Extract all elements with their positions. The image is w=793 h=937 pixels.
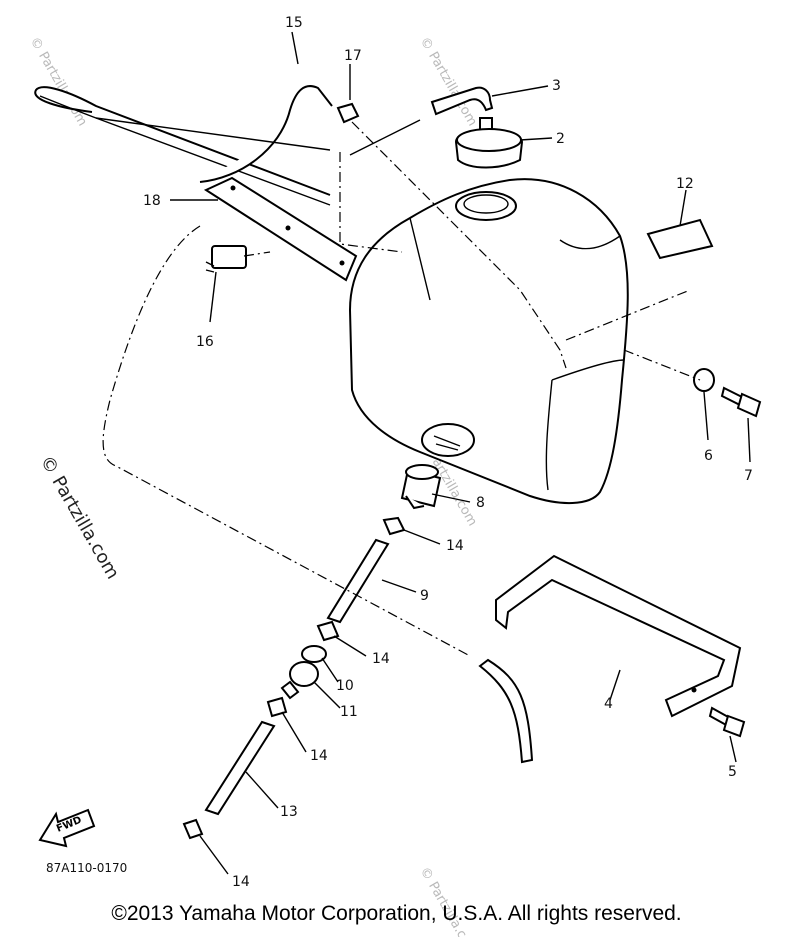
hose-clamp	[316, 620, 340, 642]
callout-9: 9	[420, 588, 429, 604]
leader-line	[623, 349, 701, 381]
callout-4: 4	[604, 696, 613, 712]
fuel-tank	[348, 178, 629, 505]
callout-6: 6	[704, 448, 713, 464]
leader-line	[95, 117, 331, 151]
bracket	[203, 176, 358, 282]
watermark: © Partzilla.com	[417, 865, 480, 937]
partzilla-watermark: © Partzilla.com	[36, 452, 124, 583]
callout-5: 5	[728, 764, 737, 780]
hose-clamp	[382, 516, 406, 536]
watermark: © Partzilla.com	[27, 35, 90, 129]
callout-14: 14	[310, 748, 328, 764]
callout-10: 10	[336, 678, 354, 694]
callout-14: 14	[372, 651, 390, 667]
tank-bracket	[495, 554, 742, 718]
callout-11: 11	[340, 704, 358, 720]
bolt	[720, 386, 762, 418]
leader-line	[243, 152, 403, 257]
washer	[693, 368, 715, 392]
breather-hose	[34, 85, 333, 206]
hose-clamp	[266, 696, 288, 718]
callout-2: 2	[556, 131, 565, 147]
callout-14: 14	[446, 538, 464, 554]
vent-hose	[430, 86, 494, 116]
callout-13: 13	[280, 804, 298, 820]
fuel-hose	[326, 538, 390, 624]
hose-clamp	[182, 818, 204, 840]
leader-line	[349, 119, 421, 156]
callout-17: 17	[344, 48, 362, 64]
callout-3: 3	[552, 78, 561, 94]
fwd-arrow-icon: FWD	[38, 808, 96, 848]
callout-12: 12	[676, 176, 694, 192]
watermark: © Partzilla.com	[417, 35, 480, 129]
damper-pad	[646, 218, 714, 260]
assembly-outline	[102, 225, 471, 657]
clip	[205, 245, 247, 273]
callout-leaders	[170, 31, 751, 875]
copyright-notice: ©2013 Yamaha Motor Corporation, U.S.A. A…	[111, 902, 682, 925]
tank-cap	[454, 117, 524, 169]
drawing-code: 87A110-0170	[46, 861, 127, 875]
fuel-hose-lower	[204, 720, 276, 816]
gasket	[301, 645, 327, 663]
overflow-hose	[478, 658, 534, 764]
leader-line	[565, 289, 691, 341]
callout-18: 18	[143, 193, 161, 209]
clamp	[336, 102, 360, 124]
bracket-bolt	[708, 706, 746, 738]
callout-14: 14	[232, 874, 250, 890]
fuel-strainer	[400, 464, 442, 510]
callout-7: 7	[744, 468, 753, 484]
callout-16: 16	[196, 334, 214, 350]
callout-8: 8	[476, 495, 485, 511]
fuel-cock	[280, 661, 319, 700]
callout-15: 15	[285, 15, 303, 31]
